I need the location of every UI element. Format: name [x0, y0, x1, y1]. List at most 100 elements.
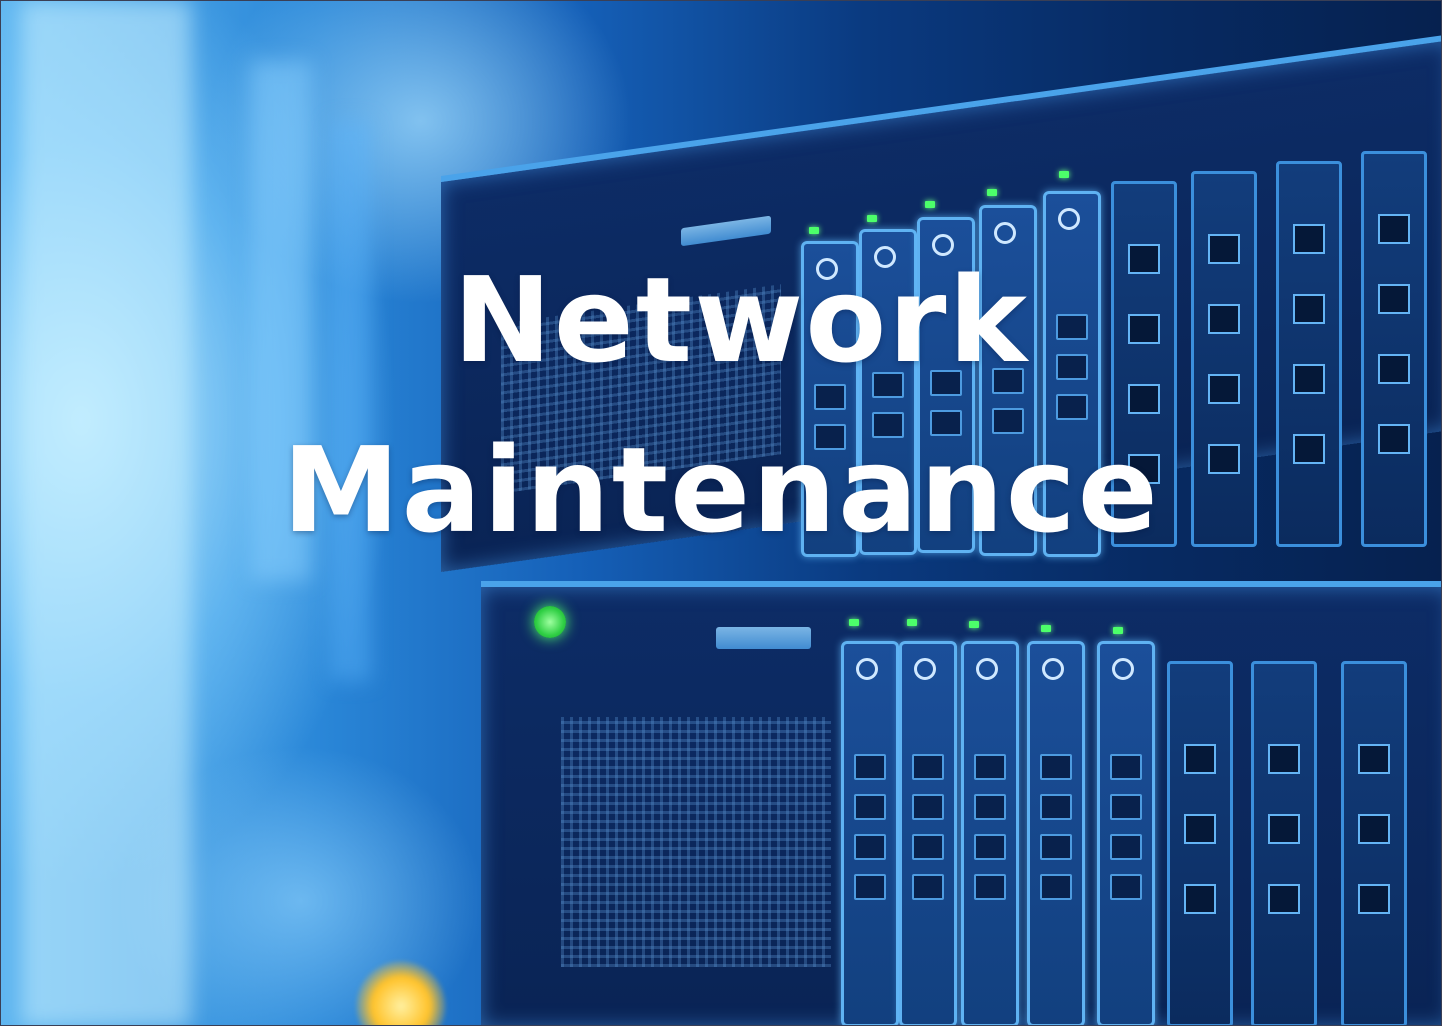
- drive-bay: [859, 229, 917, 555]
- bay-slot: [854, 874, 886, 900]
- bay-slot: [1110, 874, 1142, 900]
- status-led: [907, 619, 917, 626]
- port: [1208, 234, 1240, 264]
- port: [1128, 384, 1160, 414]
- port: [1293, 224, 1325, 254]
- bay-slot: [854, 834, 886, 860]
- drive-bay: [917, 217, 975, 553]
- port: [1208, 304, 1240, 334]
- bay-slot: [1056, 354, 1088, 380]
- bay-slot: [992, 368, 1024, 394]
- bay-slot: [974, 874, 1006, 900]
- release-knob-icon: [914, 658, 936, 680]
- status-led: [969, 621, 979, 628]
- port: [1293, 434, 1325, 464]
- port: [1208, 374, 1240, 404]
- port-column: [1167, 661, 1233, 1025]
- bay-slot: [974, 834, 1006, 860]
- drive-bay: [1027, 641, 1085, 1025]
- port: [1293, 364, 1325, 394]
- bay-slot: [872, 372, 904, 398]
- drive-bay: [979, 205, 1037, 556]
- port-column: [1276, 161, 1342, 547]
- bay-slot: [1040, 794, 1072, 820]
- vent-grille: [561, 717, 831, 967]
- bay-slot: [814, 424, 846, 450]
- bay-slot: [974, 754, 1006, 780]
- release-knob-icon: [1112, 658, 1134, 680]
- drive-bay: [801, 241, 859, 557]
- bay-slot: [1040, 754, 1072, 780]
- bay-slot: [912, 754, 944, 780]
- status-led: [1041, 625, 1051, 632]
- release-knob-icon: [874, 246, 896, 268]
- headline-line-1: Network: [453, 251, 1029, 389]
- status-led: [867, 215, 877, 222]
- port: [1268, 814, 1300, 844]
- label-strip: [681, 215, 771, 247]
- blurred-light-column: [21, 1, 191, 1025]
- release-knob-icon: [816, 258, 838, 280]
- bay-slot: [912, 834, 944, 860]
- bay-slot: [1110, 794, 1142, 820]
- blurred-cable: [251, 61, 311, 581]
- port: [1268, 884, 1300, 914]
- bay-slot: [1056, 394, 1088, 420]
- port: [1128, 454, 1160, 484]
- blurred-cable: [331, 121, 371, 681]
- release-knob-icon: [994, 222, 1016, 244]
- port: [1184, 884, 1216, 914]
- port: [1378, 214, 1410, 244]
- port: [1358, 814, 1390, 844]
- port: [1293, 294, 1325, 324]
- drive-bay: [1097, 641, 1155, 1025]
- release-knob-icon: [1042, 658, 1064, 680]
- port: [1378, 284, 1410, 314]
- status-led: [987, 189, 997, 196]
- bokeh-light: [356, 961, 446, 1025]
- port: [1184, 814, 1216, 844]
- port: [1208, 444, 1240, 474]
- drive-bay: [841, 641, 899, 1025]
- status-led: [1059, 171, 1069, 178]
- label-strip: [716, 627, 811, 649]
- bay-slot: [1110, 754, 1142, 780]
- bay-slot: [854, 794, 886, 820]
- bay-slot: [930, 370, 962, 396]
- port: [1128, 244, 1160, 274]
- bay-slot: [1056, 314, 1088, 340]
- bay-slot: [912, 794, 944, 820]
- release-knob-icon: [856, 658, 878, 680]
- release-knob-icon: [932, 234, 954, 256]
- bay-slot: [930, 410, 962, 436]
- status-led: [809, 227, 819, 234]
- status-led: [1113, 627, 1123, 634]
- port: [1378, 424, 1410, 454]
- bay-slot: [992, 408, 1024, 434]
- port: [1378, 354, 1410, 384]
- headline-line-2: Maintenance: [282, 421, 1160, 559]
- port-column: [1191, 171, 1257, 547]
- bay-slot: [912, 874, 944, 900]
- status-led: [849, 619, 859, 626]
- port: [1184, 744, 1216, 774]
- drive-bay: [1043, 191, 1101, 557]
- drive-bay: [899, 641, 957, 1025]
- drive-bay: [961, 641, 1019, 1025]
- bay-slot: [872, 412, 904, 438]
- status-led: [925, 201, 935, 208]
- port: [1128, 314, 1160, 344]
- release-knob-icon: [1058, 208, 1080, 230]
- port-column: [1111, 181, 1177, 547]
- port: [1358, 744, 1390, 774]
- port-column: [1361, 151, 1427, 547]
- bay-slot: [814, 384, 846, 410]
- bay-slot: [1040, 874, 1072, 900]
- bay-slot: [1040, 834, 1072, 860]
- bay-slot: [1110, 834, 1142, 860]
- release-knob-icon: [976, 658, 998, 680]
- bay-slot: [974, 794, 1006, 820]
- port: [1268, 744, 1300, 774]
